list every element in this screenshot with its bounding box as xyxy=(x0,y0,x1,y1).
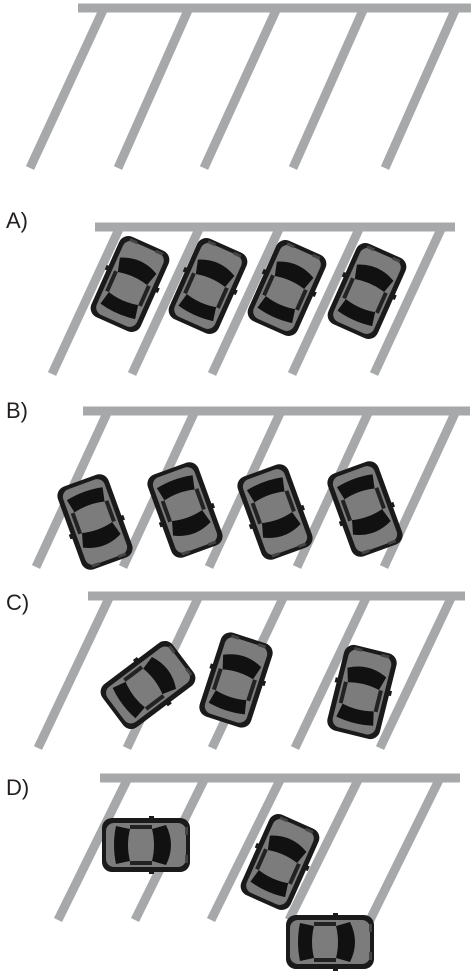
option-d-label: D) xyxy=(6,775,30,800)
option-a-label: A) xyxy=(6,208,28,233)
car-top-view-icon xyxy=(286,913,374,971)
empty-lot xyxy=(25,3,471,170)
lot-a-lines xyxy=(47,222,455,376)
car-top-view-icon xyxy=(142,458,228,562)
car-top-view-icon xyxy=(95,635,201,735)
option-c-label: C) xyxy=(6,590,30,615)
car-top-view-icon xyxy=(232,460,318,564)
car-top-view-icon xyxy=(52,470,138,574)
car-top-view-icon xyxy=(102,816,190,874)
option-b-label: B) xyxy=(6,398,28,423)
car-top-view-icon xyxy=(322,457,408,561)
car-top-view-icon xyxy=(194,629,278,731)
car-top-view-icon xyxy=(235,810,325,914)
